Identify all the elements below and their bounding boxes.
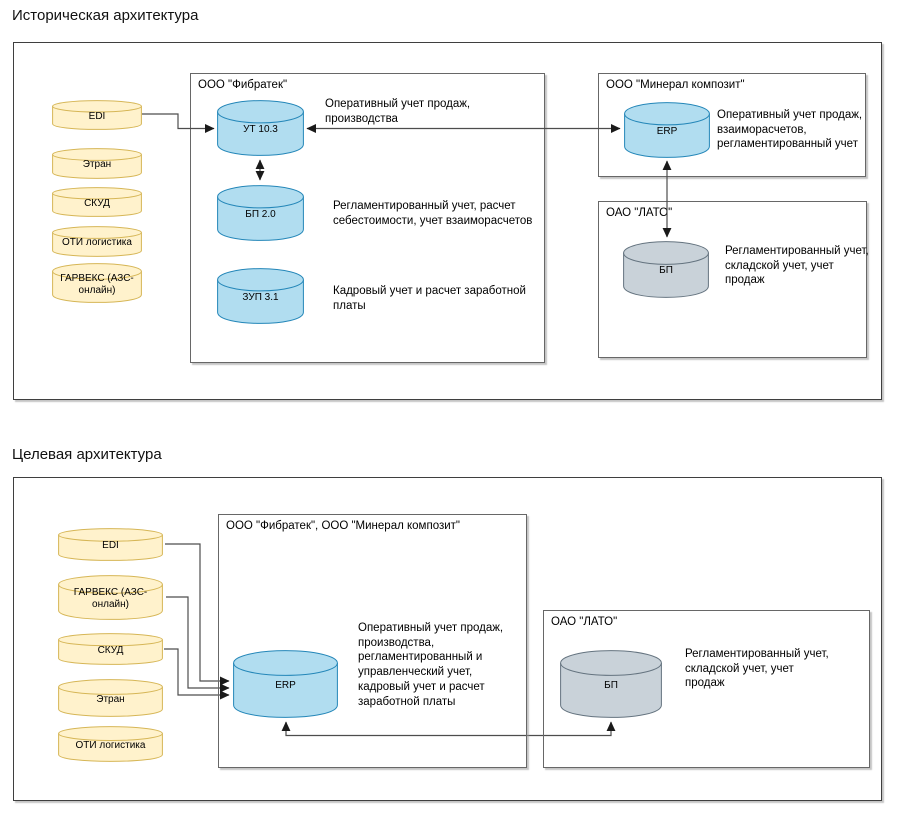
cylinder-edi-label: EDI [88,110,106,122]
desc-zup: Кадровый учет и расчет заработной платы [333,285,526,312]
target-lato-box: ОАО "ЛАТО" [543,610,870,768]
desc-bp: Регламентированный учет, расчет себестои… [333,200,533,227]
cylinder-target-garveks: ГАРВЕКС (АЗС- онлайн) [58,575,163,620]
target-group-box-title: ООО "Фибратек", ООО "Минерал композит" [226,520,461,532]
historical-section-title: Историческая архитектура [12,7,199,24]
target-section-title: Целевая архитектура [12,446,162,463]
cylinder-target-oti-logistika-label: ОТИ логистика [75,739,146,751]
cylinder-target-oti-logistika: ОТИ логистика [58,726,163,762]
cylinder-target-erp-label: ERP [275,679,296,691]
cylinder-target-garveks-label: ГАРВЕКС (АЗС- онлайн) [73,587,148,610]
cylinder-etran: Этран [52,148,142,179]
cylinder-target-etran: Этран [58,679,163,717]
historical-lato-box: ОАО "ЛАТО" [598,201,867,358]
cylinder-oti-logistika-label: ОТИ логистика [62,237,132,248]
desc-target-erp: Оперативный учет продаж, производства, р… [358,622,504,708]
cylinder-target-skud: СКУД [58,633,163,665]
cylinder-target-edi: EDI [58,528,163,561]
cylinder-lato-bp-label: БП [659,265,673,276]
cylinder-skud-label: СКУД [84,197,110,209]
cylinder-target-edi-label: EDI [102,540,119,551]
cylinder-etran-label: Этран [82,159,112,170]
target-lato-box-title: ОАО "ЛАТО" [551,616,618,628]
desc-ut: Оперативный учет продаж, производства [325,98,471,125]
cylinder-edi: EDI [52,100,142,130]
cylinder-zup-3-1-label: ЗУП 3.1 [242,291,279,303]
historical-lato-box-title: ОАО "ЛАТО" [606,207,673,219]
cylinder-target-bp-label: БП [604,679,618,691]
cylinder-mineral-erp-label: ERP [656,125,678,137]
cylinder-ut-10-3-label: УТ 10.3 [243,123,278,135]
target-group-box: ООО "Фибратек", ООО "Минерал композит" [218,514,527,768]
historical-outer-box [13,42,882,400]
historical-fibratek-box-title: ООО "Фибратек" [198,79,288,91]
cylinder-skud: СКУД [52,187,142,217]
cylinder-target-skud-label: СКУД [97,644,124,656]
cylinder-target-bp: БП [560,650,662,718]
cylinder-oti-logistika: ОТИ логистика [52,226,142,257]
desc-lato-bp: Регламентированный учет, складской учет,… [725,245,869,287]
cylinder-garveks: ГАРВЕКС (АЗС- онлайн) [52,263,142,303]
target-outer-box [13,477,882,801]
cylinder-ut-10-3: УТ 10.3 [217,100,304,156]
cylinder-zup-3-1: ЗУП 3.1 [217,268,304,324]
desc-mineral-erp: Оперативный учет продаж, взаиморасчетов,… [717,109,863,151]
cylinder-target-etran-label: Этран [96,693,125,705]
cylinder-bp-2-0-label: БП 2.0 [245,208,276,220]
cylinder-garveks-label: ГАРВЕКС (АЗС- онлайн) [60,272,134,296]
desc-target-bp: Регламентированный учет, складской учет,… [685,648,829,690]
historical-mineral-box-title: ООО "Минерал композит" [606,79,745,91]
cylinder-target-erp: ERP [233,650,338,718]
cylinder-lato-bp: БП [623,241,709,298]
cylinder-bp-2-0: БП 2.0 [217,185,304,241]
cylinder-mineral-erp: ERP [624,102,710,158]
historical-fibratek-box: ООО "Фибратек" [190,73,545,363]
